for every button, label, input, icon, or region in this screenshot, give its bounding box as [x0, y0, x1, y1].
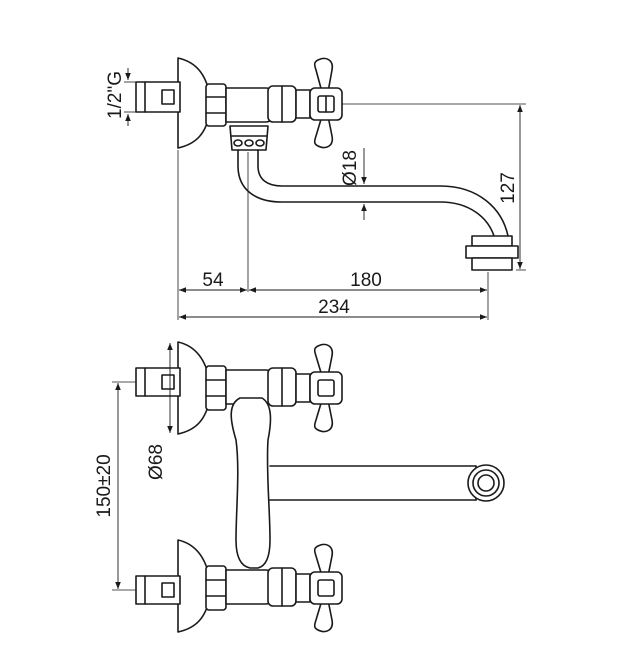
spout-reach-label: 180 — [350, 270, 382, 291]
spout-height-label: 127 — [498, 172, 519, 204]
side-view: 1/2"G Ø18 127 54 180 234 — [105, 57, 526, 320]
spout-collar — [229, 125, 269, 151]
flange-diameter-label: Ø68 — [146, 444, 167, 480]
centers-label: 150±20 — [94, 454, 115, 517]
upper-cross-handle-icon — [295, 343, 343, 433]
spout-diameter-label: Ø18 — [340, 150, 361, 186]
mixer-body — [230, 397, 272, 569]
thread-size-label: 1/2"G — [105, 71, 126, 119]
total-length-label: 234 — [318, 297, 350, 318]
spout-pipe — [237, 149, 495, 237]
hex-nut — [205, 83, 227, 127]
front-view: 150±20 Ø68 — [94, 341, 505, 633]
lower-cross-handle-icon — [295, 543, 343, 633]
cross-handle-icon — [295, 57, 343, 149]
aerator — [471, 235, 513, 247]
wall-offset-label: 54 — [202, 270, 224, 291]
